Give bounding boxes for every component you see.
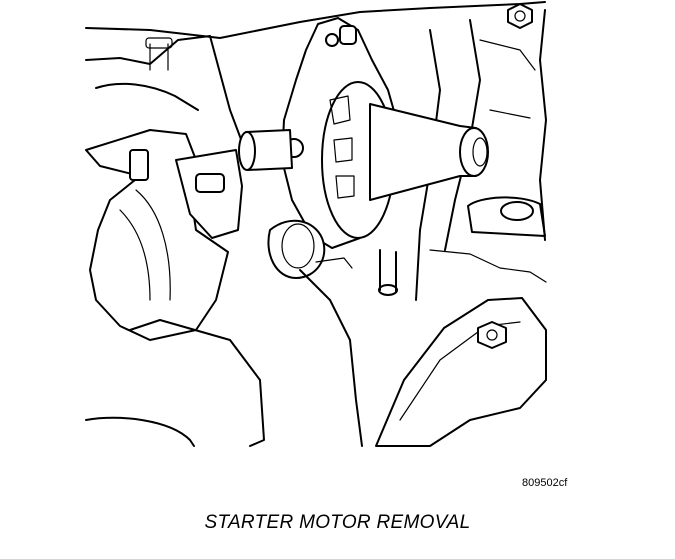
crossmember-bracket xyxy=(375,297,547,447)
engine-block-background xyxy=(85,1,547,301)
lower-housing xyxy=(85,257,363,447)
starter-motor xyxy=(238,17,489,249)
figure-id-label: 809502cf xyxy=(522,477,568,489)
motor-mount-bracket xyxy=(85,129,243,341)
figure-caption: STARTER MOTOR REMOVAL xyxy=(204,512,471,533)
exhaust-bolt-top-right xyxy=(507,3,533,29)
starter-mounting-bolt xyxy=(267,219,326,279)
